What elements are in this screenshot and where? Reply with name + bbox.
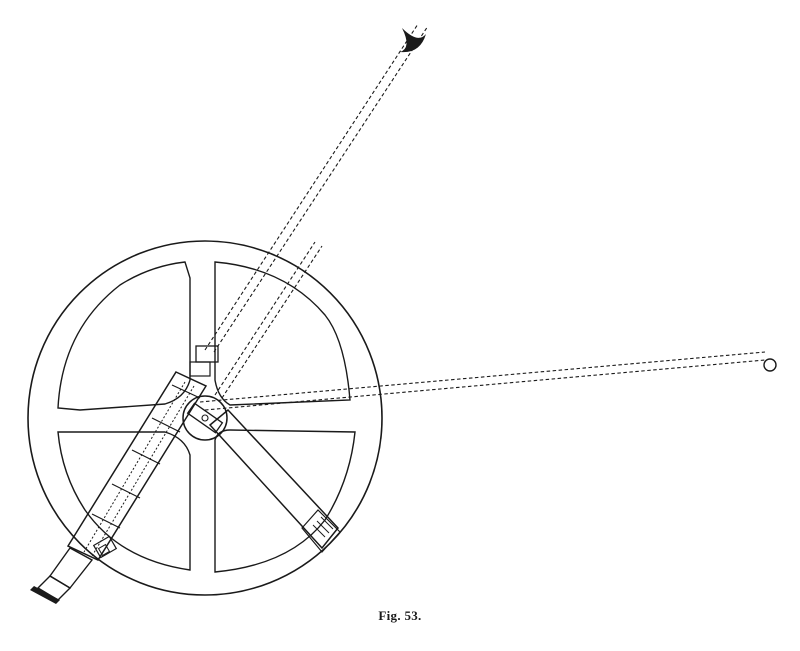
sight-lines [199, 23, 766, 411]
sight-line-star-b [204, 359, 766, 411]
telescope [30, 371, 208, 604]
moon-crescent-icon [400, 28, 426, 53]
horizon-mirror [189, 345, 219, 377]
figure-caption: Fig. 53. [378, 608, 422, 623]
index-arm [208, 408, 341, 553]
wheel-window-upper-right [214, 261, 351, 406]
wheel-frame [27, 240, 383, 596]
wheel-window-lower-right [214, 429, 356, 573]
sight-line-upper-b [221, 245, 323, 399]
sight-line-upper-a [214, 241, 316, 396]
sight-line-star-a [199, 351, 766, 403]
wheel-window-lower-left [57, 431, 191, 571]
wheel-outer-rim [27, 240, 383, 596]
index-mirror [182, 395, 228, 441]
wheel-window-upper-left [57, 261, 191, 411]
sight-line-moon-b [213, 25, 429, 353]
sight-line-moon-a [204, 23, 419, 351]
star-circle-icon [763, 358, 777, 372]
